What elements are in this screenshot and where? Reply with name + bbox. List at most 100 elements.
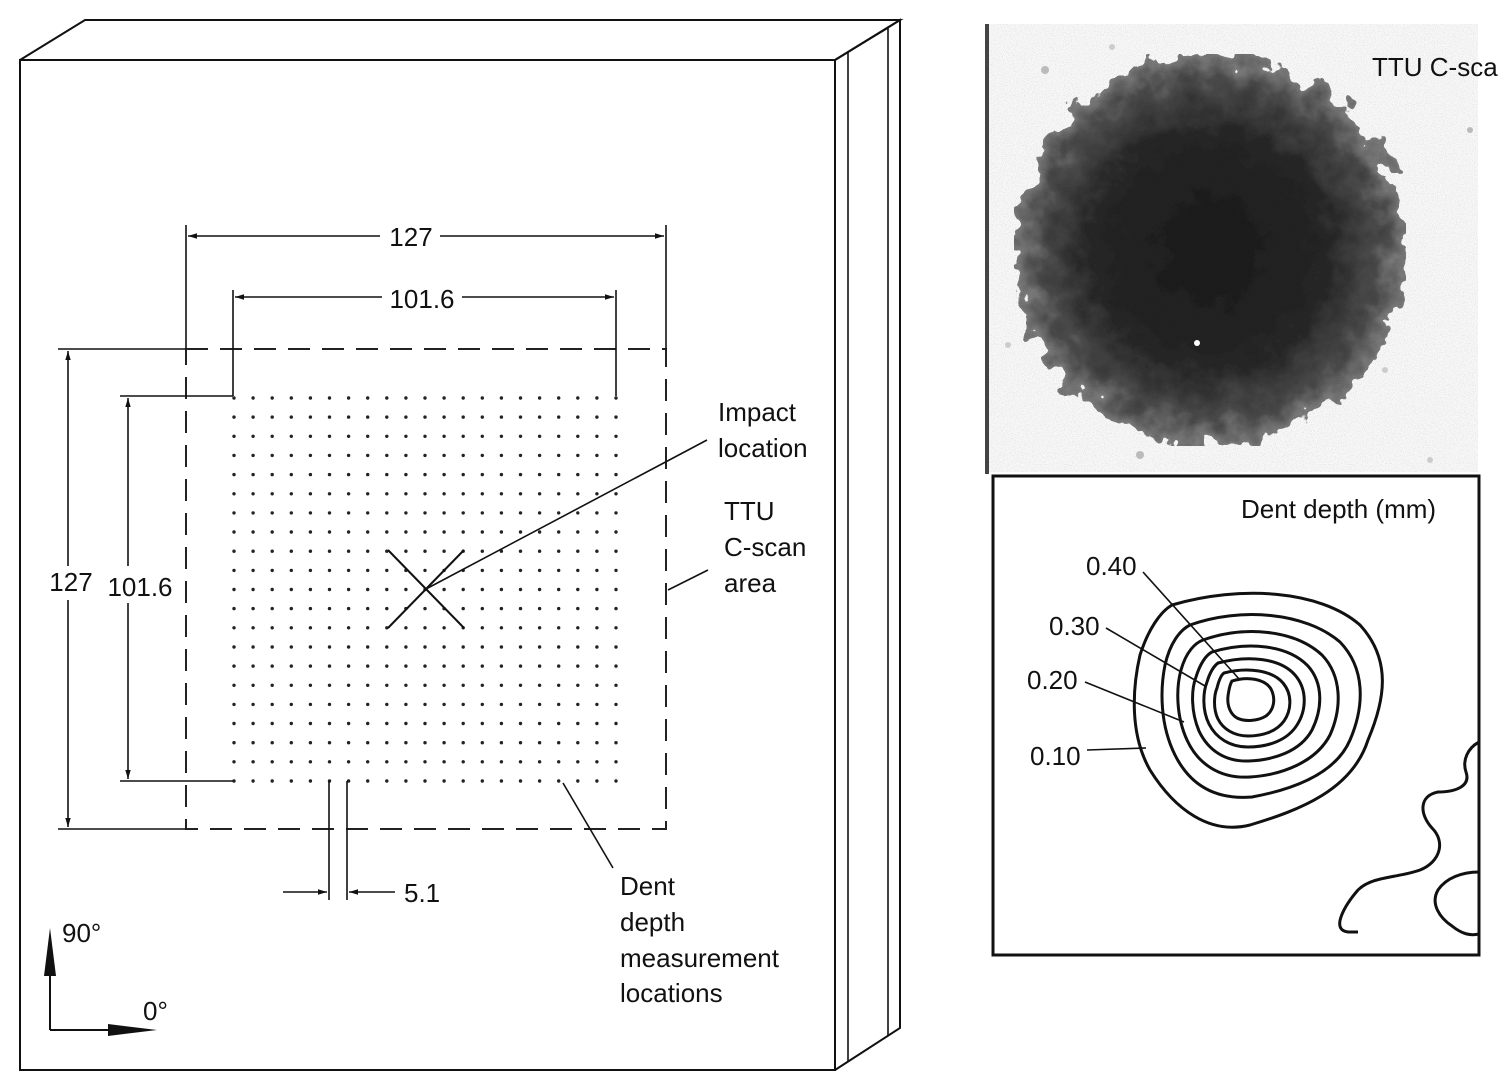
measurement-dot [480, 664, 484, 668]
measurement-dot [614, 645, 618, 649]
measurement-dot [308, 779, 313, 783]
measurement-dot [518, 664, 523, 668]
measurement-dot [614, 396, 618, 400]
measurement-dot [346, 434, 351, 438]
measurement-dot [404, 702, 408, 707]
measurement-dot [308, 415, 313, 419]
measurement-dot [289, 664, 293, 668]
cscan-label-line2: C-scan [724, 532, 806, 562]
measurement-dot [270, 760, 274, 764]
measurement-dot [595, 472, 599, 477]
measurement-dot [595, 568, 599, 573]
measurement-dot [346, 626, 351, 630]
measurement-dot [327, 434, 332, 438]
measurement-dot [232, 549, 236, 553]
measurement-dot [251, 626, 255, 630]
level-label-0-30: 0.30 [1049, 611, 1100, 641]
measurement-dot [346, 664, 351, 668]
measurement-dot [270, 511, 274, 515]
measurement-dot [232, 779, 236, 783]
measurement-dot [576, 587, 580, 592]
measurement-dot [270, 549, 274, 553]
measurement-dot [614, 587, 618, 592]
dimension-inner-height: 101.6 [107, 395, 233, 782]
measurement-dot [289, 453, 293, 458]
measurement-dot [251, 549, 255, 553]
measurement-dot [308, 702, 313, 707]
measurement-dot [366, 415, 370, 419]
measurement-dot [327, 492, 332, 496]
dim-127-left: 127 [49, 567, 92, 597]
measurement-dot [423, 741, 427, 745]
measurement-dot [480, 741, 484, 745]
measurement-dot [423, 702, 427, 707]
measurement-dot [614, 741, 618, 745]
measurement-dot [576, 645, 580, 649]
leader-0-40 [1142, 571, 1241, 681]
orientation-axes [44, 928, 157, 1036]
measurement-dot [518, 492, 523, 496]
measurement-dot [595, 626, 599, 630]
measurement-dot [576, 396, 580, 400]
measurement-dot [423, 434, 427, 438]
measurement-dot [537, 453, 542, 458]
cscan-label-line1: TTU [724, 496, 775, 526]
measurement-dot [423, 760, 427, 764]
measurement-dot [327, 568, 332, 573]
measurement-dot [614, 492, 618, 496]
measurement-dot [518, 683, 523, 687]
measurement-dot [537, 511, 542, 515]
measurement-dot [270, 492, 274, 496]
measurement-dot [289, 760, 293, 764]
cscan-area-boundary [185, 348, 667, 830]
measurement-dot [404, 434, 408, 438]
measurement-dot [461, 760, 465, 764]
measurement-dot [232, 492, 236, 496]
measurement-dot [270, 702, 274, 707]
measurement-dot [366, 492, 370, 496]
measurement-dot [576, 779, 580, 783]
measurement-dot [557, 741, 561, 745]
measurement-dot [557, 779, 561, 783]
measurement-dot [404, 511, 408, 515]
measurement-dot [557, 702, 561, 707]
contour-0-10 [1132, 591, 1384, 829]
impact-marker [387, 439, 708, 629]
measurement-dot [289, 568, 293, 573]
measurement-dot [595, 683, 599, 687]
measurement-dot [366, 702, 370, 707]
measurement-dot [404, 683, 408, 687]
measurement-dot [308, 626, 313, 630]
measurement-dot [232, 453, 236, 458]
measurement-dot [327, 530, 332, 534]
measurement-dot [270, 472, 274, 477]
measurement-dot [557, 568, 561, 573]
measurement-dot [518, 721, 523, 726]
measurement-dot [557, 472, 561, 477]
measurement-dot [270, 587, 274, 592]
measurement-dot [346, 530, 351, 534]
dim-127-top: 127 [389, 222, 432, 252]
measurement-dot [289, 511, 293, 515]
measurement-dot [557, 760, 561, 764]
measurement-dot [346, 453, 351, 458]
measurement-dot [404, 492, 408, 496]
measurement-dot [366, 626, 370, 630]
measurement-dot [537, 645, 542, 649]
measurement-dot [404, 779, 408, 783]
measurement-dot [461, 779, 465, 783]
measurement-dot [537, 664, 542, 668]
measurement-dot [308, 760, 313, 764]
dent-label-line4: locations [620, 978, 723, 1008]
measurement-dot [614, 511, 618, 515]
measurement-dot [346, 741, 351, 745]
measurement-dot [385, 683, 389, 687]
measurement-dot [614, 568, 618, 573]
measurement-dot [270, 683, 274, 687]
measurement-dot [537, 587, 542, 592]
measurement-dot [327, 472, 332, 477]
impact-label-line1: Impact [718, 397, 797, 427]
measurement-dot [289, 396, 293, 400]
measurement-dot [308, 645, 313, 649]
measurement-dot [557, 492, 561, 496]
